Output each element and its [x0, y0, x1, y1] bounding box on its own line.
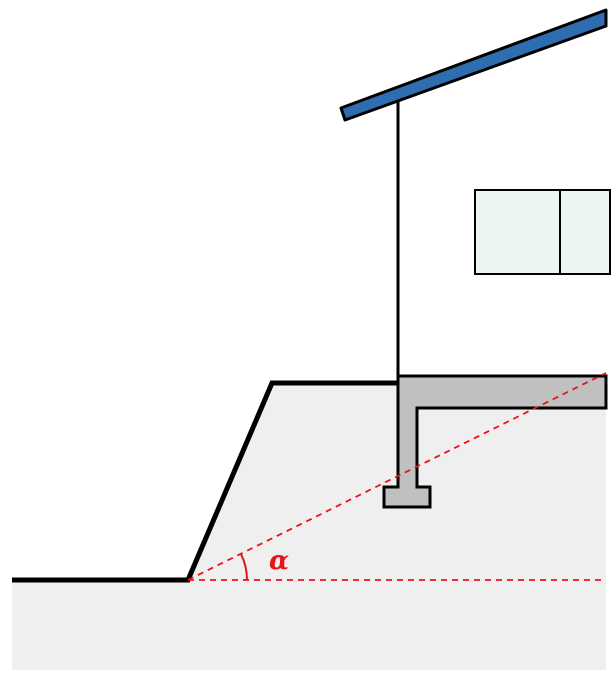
ground-mass [12, 383, 606, 670]
angle-of-repose-line [187, 372, 607, 581]
angle-arc [240, 553, 249, 581]
window-pane-left [474, 189, 561, 275]
window-pane-right [559, 189, 611, 275]
roof [339, 8, 608, 122]
angle-label: α [269, 546, 289, 576]
ground-outline [12, 380, 398, 583]
foundation [382, 374, 608, 509]
